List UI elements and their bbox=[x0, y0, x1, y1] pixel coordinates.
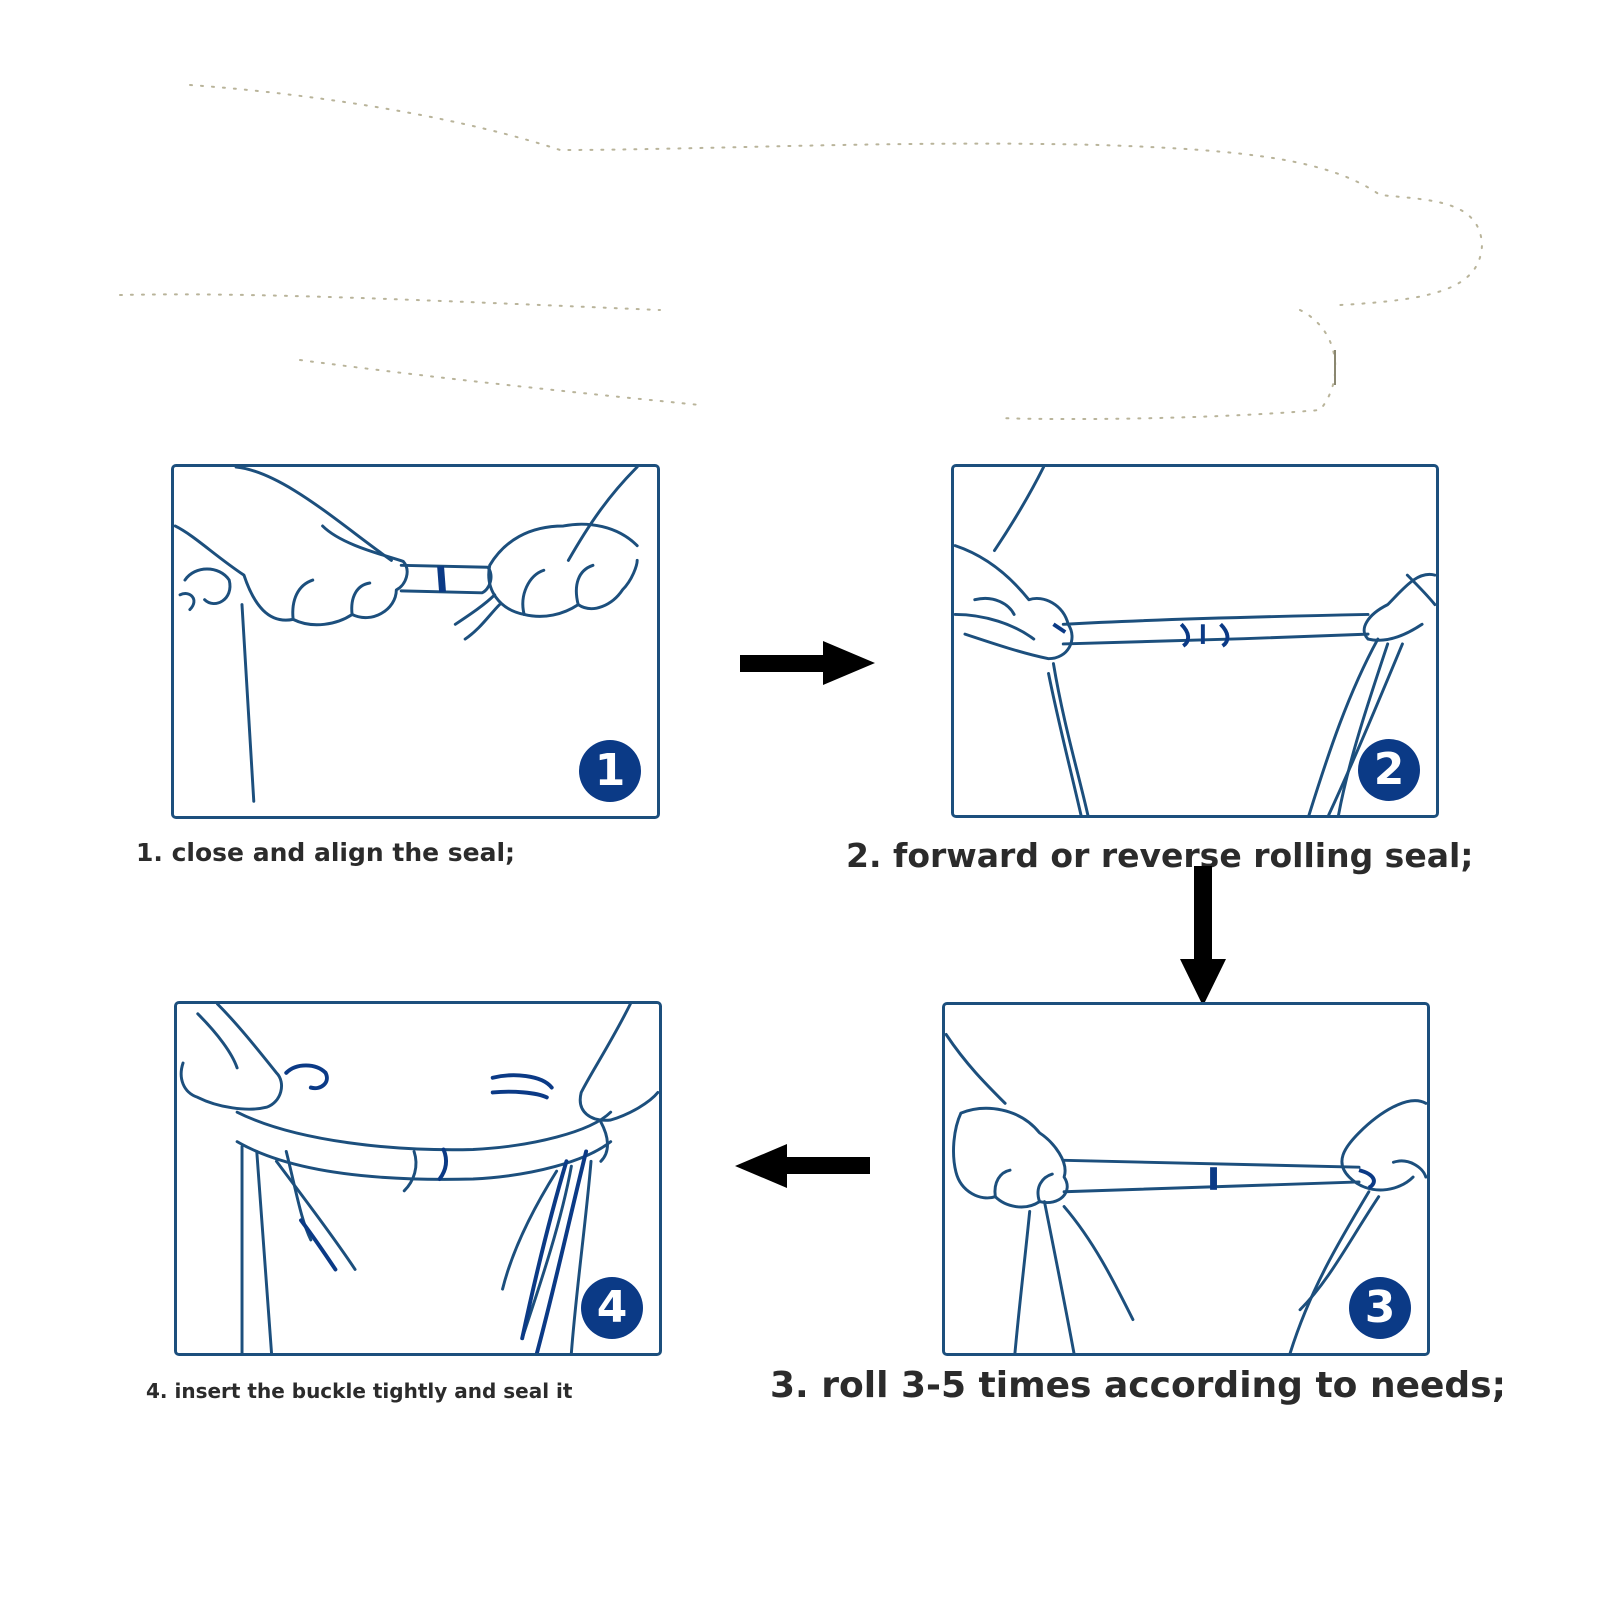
step-4-caption: 4. insert the buckle tightly and seal it bbox=[146, 1379, 573, 1403]
step-4-panel: 4 bbox=[174, 1001, 662, 1356]
step-4-number-badge: 4 bbox=[581, 1277, 643, 1339]
step-4-illustration bbox=[179, 1004, 659, 1353]
step-2-caption: 2. forward or reverse rolling seal; bbox=[846, 836, 1474, 875]
dotted-scribble bbox=[119, 84, 1484, 421]
step-1-illustration bbox=[174, 467, 639, 803]
step-1-number-badge: 1 bbox=[579, 740, 641, 802]
step-1-panel: 1 bbox=[171, 464, 660, 819]
step-2-number-badge: 2 bbox=[1358, 739, 1420, 801]
arrow-left-icon bbox=[735, 1144, 870, 1188]
step-3-illustration bbox=[945, 1033, 1427, 1353]
step-1-caption: 1. close and align the seal; bbox=[136, 838, 516, 867]
arrow-down-icon bbox=[1180, 866, 1226, 1006]
arrow-right-icon bbox=[740, 641, 875, 685]
step-2-illustration bbox=[954, 467, 1436, 815]
step-2-panel: 2 bbox=[951, 464, 1439, 818]
step-3-panel: 3 bbox=[942, 1002, 1430, 1356]
step-3-number-badge: 3 bbox=[1349, 1277, 1411, 1339]
step-3-caption: 3. roll 3-5 times according to needs; bbox=[770, 1365, 1506, 1406]
